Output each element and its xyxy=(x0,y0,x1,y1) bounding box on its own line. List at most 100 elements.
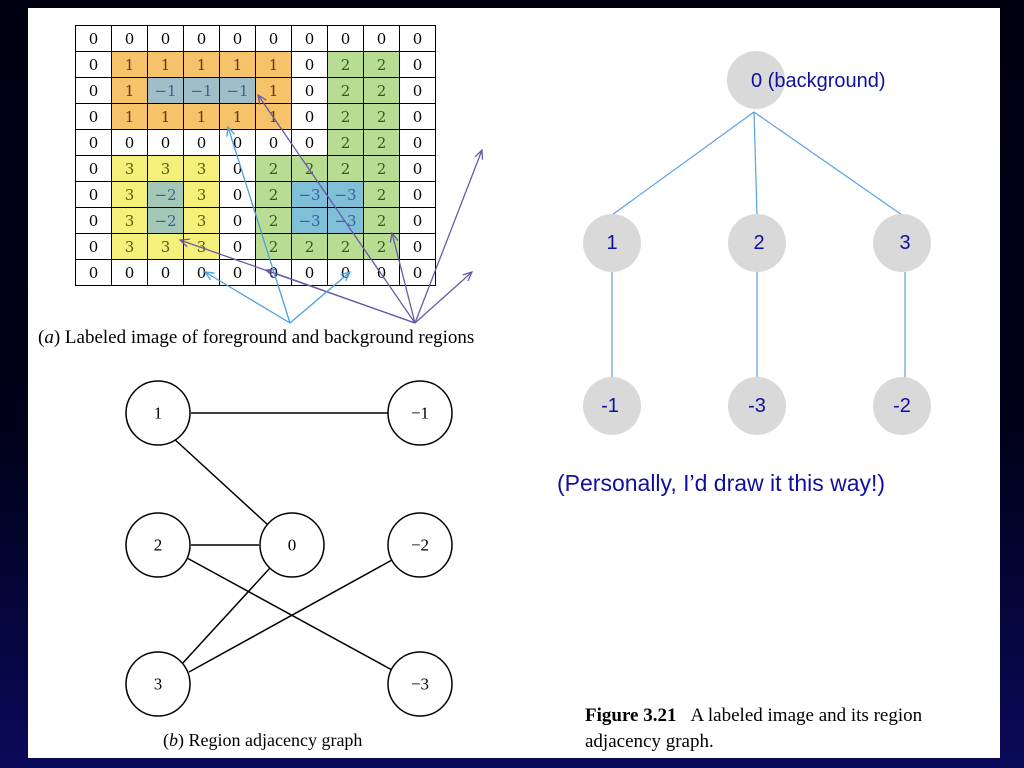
grid-cell: 1 xyxy=(183,103,220,130)
grid-cell: 0 xyxy=(291,103,328,130)
grid-cell: 0 xyxy=(399,207,436,234)
grid-cell: 2 xyxy=(363,77,400,104)
grid-cell: 3 xyxy=(147,155,184,182)
grid-cell: 0 xyxy=(75,233,112,260)
grid-cell: 0 xyxy=(255,129,292,156)
grid-cell: 0 xyxy=(219,155,256,182)
grid-cell: 0 xyxy=(327,25,364,52)
grid-cell: 0 xyxy=(399,233,436,260)
grid-cell: 2 xyxy=(255,155,292,182)
grid-cell: 2 xyxy=(255,207,292,234)
grid-cell: 0 xyxy=(399,129,436,156)
grid-cell: 0 xyxy=(327,259,364,286)
grid-cell: 2 xyxy=(327,129,364,156)
grid-cell: 3 xyxy=(111,233,148,260)
grid-cell: 0 xyxy=(291,259,328,286)
grid-cell: 0 xyxy=(399,181,436,208)
grid-cell: 0 xyxy=(219,259,256,286)
grid-cell: 2 xyxy=(327,77,364,104)
grid-cell: 0 xyxy=(219,207,256,234)
grid-cell: 2 xyxy=(363,51,400,78)
grid-cell: 0 xyxy=(75,51,112,78)
grid-cell: 3 xyxy=(183,233,220,260)
grid-cell: 0 xyxy=(183,129,220,156)
grid-cell: 2 xyxy=(363,155,400,182)
grid-cell: 0 xyxy=(75,103,112,130)
grid-cell: 2 xyxy=(363,233,400,260)
grid-cell: 2 xyxy=(363,181,400,208)
grid-cell: 3 xyxy=(111,155,148,182)
grid-cell: 0 xyxy=(219,129,256,156)
grid-cell: 0 xyxy=(255,25,292,52)
grid-cell: 0 xyxy=(75,129,112,156)
grid-cell: 0 xyxy=(291,77,328,104)
grid-cell: 0 xyxy=(291,51,328,78)
grid-cell: −2 xyxy=(147,207,184,234)
grid-cell: 1 xyxy=(219,51,256,78)
grid-cell: 1 xyxy=(255,51,292,78)
grid-cell: 1 xyxy=(255,77,292,104)
grid-cell: 2 xyxy=(363,129,400,156)
grid-cell: 1 xyxy=(219,103,256,130)
grid-cell: 2 xyxy=(327,51,364,78)
grid-cell: 2 xyxy=(327,233,364,260)
grid-cell: −3 xyxy=(327,181,364,208)
figure-label: Figure 3.21 xyxy=(585,705,677,726)
caption-a: (a) Labeled image of foreground and back… xyxy=(38,327,475,348)
grid-cell: 3 xyxy=(111,181,148,208)
grid-cell: 2 xyxy=(327,155,364,182)
tree-note: (Personally, I’d draw it this way!) xyxy=(557,470,886,496)
grid-cell: 0 xyxy=(111,129,148,156)
grid-cell: 1 xyxy=(255,103,292,130)
grid-cell: 0 xyxy=(75,207,112,234)
grid-cell: −1 xyxy=(183,77,220,104)
grid-cell: −3 xyxy=(291,207,328,234)
caption-b: (b) Region adjacency graph xyxy=(163,730,363,750)
grid-cell: 0 xyxy=(75,155,112,182)
grid-cell: −2 xyxy=(147,181,184,208)
grid-cell: 0 xyxy=(147,25,184,52)
grid-cell: 0 xyxy=(75,77,112,104)
grid-cell: 0 xyxy=(219,181,256,208)
grid-cell: 0 xyxy=(183,25,220,52)
grid-cell: 0 xyxy=(219,25,256,52)
grid-cell: 0 xyxy=(399,51,436,78)
grid-cell: 2 xyxy=(363,103,400,130)
grid-cell: 2 xyxy=(291,155,328,182)
grid-cell: 0 xyxy=(219,233,256,260)
grid-cell: 1 xyxy=(147,51,184,78)
grid-cell: 1 xyxy=(147,103,184,130)
grid-cell: 0 xyxy=(111,259,148,286)
grid-cell: −3 xyxy=(291,181,328,208)
grid-cell: −1 xyxy=(219,77,256,104)
grid-cell: 0 xyxy=(147,259,184,286)
grid-cell: 0 xyxy=(183,259,220,286)
grid-cell: 0 xyxy=(363,25,400,52)
grid-cell: 2 xyxy=(363,207,400,234)
grid-cell: 0 xyxy=(399,155,436,182)
grid-cell: 3 xyxy=(111,207,148,234)
grid-cell: 3 xyxy=(183,181,220,208)
grid-cell: 3 xyxy=(183,155,220,182)
grid-cell: 2 xyxy=(255,233,292,260)
grid-cell: 0 xyxy=(363,259,400,286)
grid-cell: 0 xyxy=(291,25,328,52)
grid-cell: 0 xyxy=(75,181,112,208)
grid-cell: 2 xyxy=(255,181,292,208)
grid-cell: 3 xyxy=(183,207,220,234)
grid-cell: 0 xyxy=(399,25,436,52)
grid-cell: 0 xyxy=(111,25,148,52)
grid-cell: 1 xyxy=(183,51,220,78)
